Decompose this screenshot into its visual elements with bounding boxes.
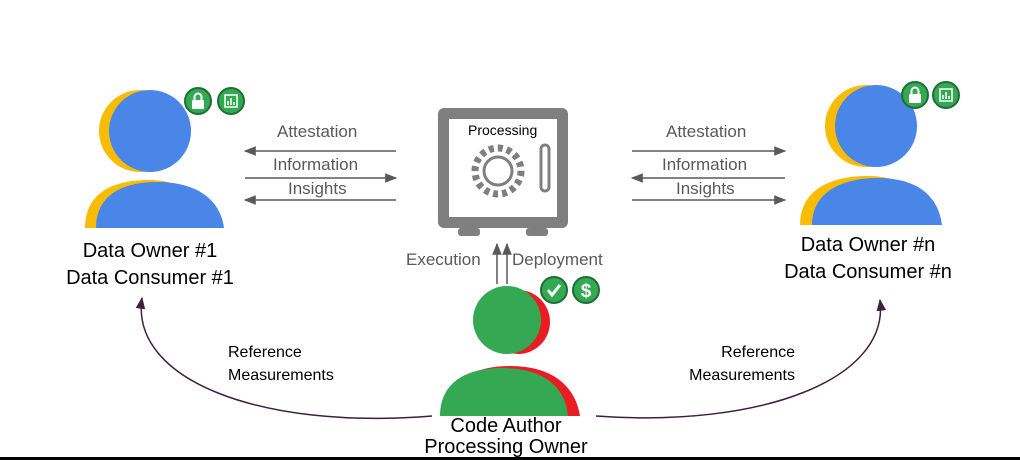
bottom-actor-line1: Code Author (450, 415, 562, 437)
right-attestation-label: Attestation (666, 122, 747, 141)
right-lock-badge (901, 81, 929, 109)
right-chart-badge (932, 81, 960, 109)
safe-title: Processing (468, 122, 538, 138)
left-reference-line2: Measurements (228, 367, 334, 384)
execution-label: Execution (406, 250, 481, 269)
deployment-label: Deployment (512, 250, 603, 269)
svg-text:$: $ (581, 281, 592, 302)
bottom-actor-line2: Processing Owner (424, 436, 588, 458)
right-actor-line1: Data Owner #n (800, 234, 936, 256)
left-actor-line2: Data Consumer #1 (66, 267, 234, 289)
right-actor-label: Data Owner #n Data Consumer #n (758, 232, 978, 286)
left-chart-badge (217, 87, 245, 115)
checkmark-badge (540, 276, 568, 304)
left-lock-badge (184, 87, 212, 115)
left-actor-line1: Data Owner #1 (82, 240, 218, 262)
right-insights-label: Insights (676, 179, 735, 198)
right-reference-line1: Reference (721, 344, 795, 361)
left-actor-label: Data Owner #1 Data Consumer #1 (40, 238, 260, 292)
dollar-badge: $ (572, 276, 600, 304)
bottom-border (0, 457, 1020, 460)
bottom-person-icon (440, 286, 580, 416)
left-reference-line1: Reference (228, 344, 302, 361)
left-insights-label: Insights (288, 179, 347, 198)
right-person-icon (800, 85, 942, 225)
right-reference-line2: Measurements (689, 367, 795, 384)
right-reference-curve (595, 298, 887, 419)
left-attestation-label: Attestation (277, 122, 358, 141)
right-actor-line2: Data Consumer #n (784, 261, 952, 283)
right-reference-label: Reference Measurements (672, 341, 795, 387)
left-person-icon (85, 90, 224, 228)
bottom-actor-label: Code Author Processing Owner (396, 416, 616, 458)
right-information-label: Information (662, 155, 748, 174)
left-information-label: Information (273, 155, 359, 174)
left-reference-label: Reference Measurements (228, 341, 334, 387)
left-reference-curve (135, 296, 433, 420)
safe-icon (438, 108, 568, 236)
